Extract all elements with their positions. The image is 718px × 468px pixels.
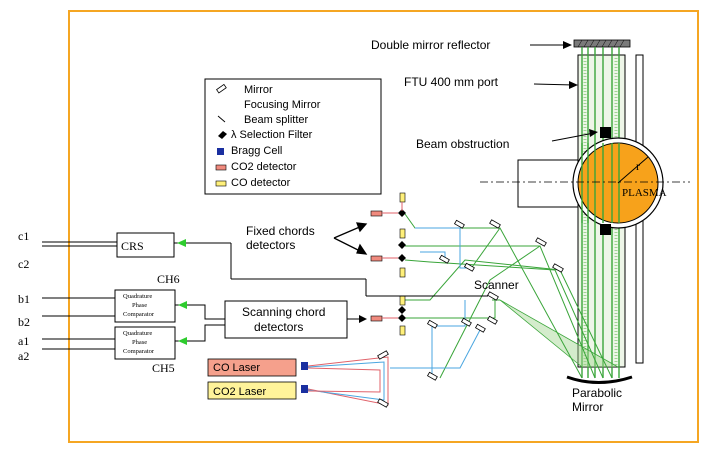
- legend-label-selection-filter: λ Selection Filter: [231, 129, 313, 141]
- bragg-cell-icon: [217, 148, 224, 155]
- legend-label-beam-splitter: Beam splitter: [244, 114, 309, 126]
- ch6-label: CH6: [157, 272, 180, 286]
- co-detector-icon: [215, 180, 227, 187]
- bragg-cell-co: [301, 362, 308, 370]
- beam-splitter-icon: [217, 115, 226, 123]
- ch6-green-arrow: [178, 301, 187, 309]
- comparator-ch6-line1: Quadrature: [123, 293, 152, 300]
- outer-frame: [68, 10, 699, 443]
- radius-label: r: [636, 159, 640, 173]
- legend-label-mirror: Mirror: [244, 84, 273, 96]
- detector-group-1: [370, 192, 406, 217]
- signal-b2: b2: [18, 315, 30, 329]
- fixed-chords-label-1: Fixed chords: [246, 224, 315, 238]
- laser-mirror-bottom: [377, 398, 389, 408]
- legend-box: [204, 78, 382, 195]
- double-mirror-reflector: [573, 39, 631, 48]
- obstruction-bottom: [600, 224, 611, 235]
- co2-detector-icon: [215, 164, 227, 171]
- legend-label-focusing-mirror: Focusing Mirror: [244, 99, 321, 111]
- fixed-chords-arrows: [333, 222, 368, 255]
- crs-box: [116, 232, 175, 258]
- ftu-port-label: FTU 400 mm port: [404, 75, 499, 89]
- legend-label-co2-detector: CO2 detector: [231, 161, 297, 173]
- side-port: [517, 159, 579, 208]
- fixed-chords-label-2: detectors: [246, 238, 295, 252]
- signal-a1: a1: [18, 334, 29, 348]
- comparator-ch5-line2: Phase: [132, 339, 147, 346]
- double-mirror-reflector-label: Double mirror reflector: [371, 38, 490, 52]
- network-mirrors: [426, 219, 564, 381]
- scanning-chord-label-2: detectors: [254, 320, 303, 334]
- beam-obstruction-label: Beam obstruction: [416, 137, 509, 151]
- comparator-ch6: [114, 289, 176, 323]
- co-laser-box: [207, 358, 297, 377]
- ftu-port-arrow: [533, 83, 575, 86]
- ch5-green-arrow: [178, 337, 187, 345]
- plasma-beams: [581, 143, 620, 223]
- detector-group-scanning: [370, 295, 406, 336]
- signal-c2: c2: [18, 257, 29, 271]
- obstruction-arrow: [551, 132, 595, 142]
- scan-fan-lines: [499, 299, 619, 368]
- scanning-chord-box: [224, 300, 348, 339]
- laser-mirror-top: [377, 350, 389, 360]
- parabolic-mirror: [566, 375, 633, 384]
- scanner-label: Scanner: [474, 278, 519, 292]
- co2-laser-label: CO2 Laser: [213, 386, 267, 398]
- mirror-icon: [216, 83, 227, 94]
- crs-green-arrow: [177, 239, 186, 247]
- signal-a2: a2: [18, 349, 29, 363]
- selection-filter-icon: [218, 131, 227, 139]
- radius-line: [617, 156, 649, 184]
- comparator-ch6-line3: Comparator: [123, 311, 155, 318]
- legend-label-bragg-cell: Bragg Cell: [231, 145, 282, 157]
- comparator-ch6-line2: Phase: [132, 302, 147, 309]
- detector-group-2: [370, 228, 406, 278]
- ftu-port-arrowhead: [569, 81, 578, 89]
- plasma-label: PLASMA: [622, 187, 667, 199]
- reflector-hatching: [577, 39, 625, 48]
- laser-beams: [307, 356, 389, 406]
- scanning-chord-label-1: Scanning chord: [242, 305, 325, 319]
- comparator-ch5-line3: Comparator: [123, 348, 155, 355]
- obstruction-arrowhead: [589, 129, 598, 137]
- signal-b1: b1: [18, 292, 30, 306]
- obstruction-top: [600, 127, 611, 138]
- legend-label-co-detector: CO detector: [231, 177, 291, 189]
- parabolic-mirror-label-1: Parabolic: [572, 386, 622, 400]
- comparator-ch5: [114, 326, 176, 360]
- comparator-ch5-line1: Quadrature: [123, 330, 152, 337]
- co-laser-label: CO Laser: [213, 362, 260, 374]
- signal-c1: c1: [18, 229, 29, 243]
- crs-label: CRS: [121, 239, 144, 253]
- ch5-label: CH5: [152, 361, 175, 375]
- reflector-arrowhead: [563, 41, 572, 49]
- co2-laser-box: [207, 381, 297, 400]
- scanning-chord-arrowhead: [359, 315, 367, 323]
- parabolic-mirror-label-2: Mirror: [572, 400, 603, 414]
- comparator-wires: [42, 297, 225, 350]
- bragg-cell-co2: [301, 385, 308, 393]
- blue-beam-network: [390, 227, 481, 376]
